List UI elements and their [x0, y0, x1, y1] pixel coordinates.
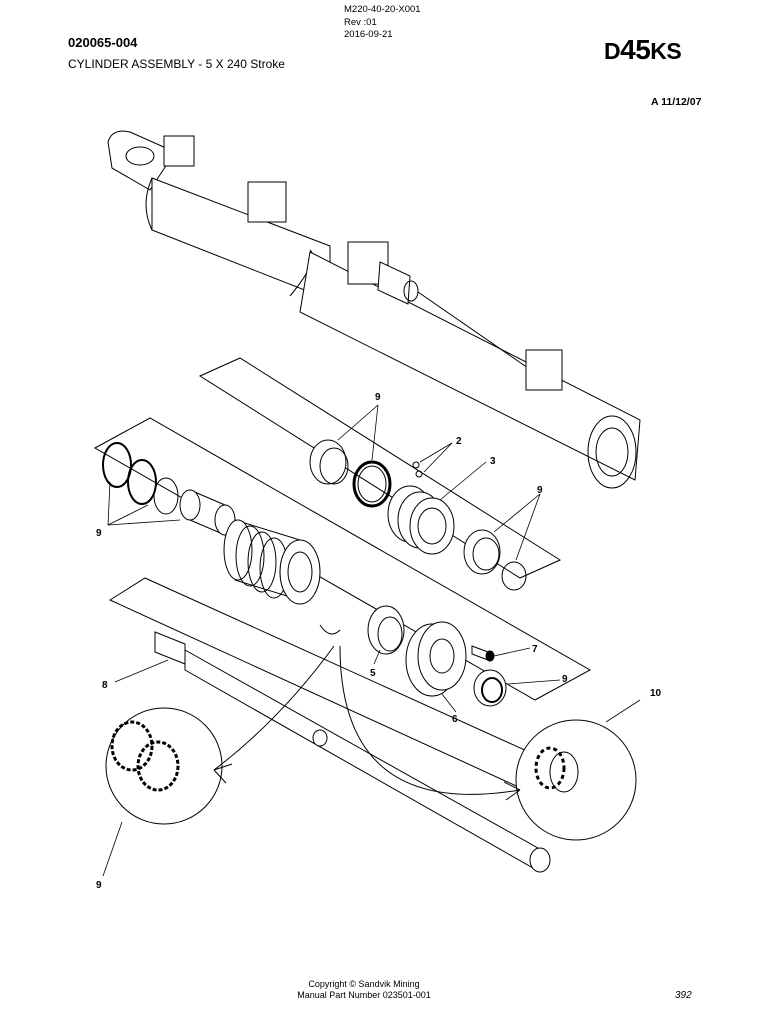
callout-7: 7 [532, 644, 538, 655]
document-date: 2016-09-21 [344, 29, 393, 40]
brand-suffix: KS [650, 38, 682, 64]
brand-prefix: D [604, 38, 621, 64]
manual-part-number: Manual Part Number 023501-001 [297, 990, 431, 1000]
page-number: 392 [675, 990, 692, 1001]
callout-6: 6 [452, 714, 458, 725]
detail-bracket [319, 624, 341, 635]
document-title: CYLINDER ASSEMBLY - 5 X 240 Stroke [68, 57, 285, 71]
footer: Copyright © Sandvik Mining Manual Part N… [0, 979, 728, 1001]
guide-ring [463, 529, 501, 575]
o-ring-set-left [102, 442, 179, 515]
callout-10: 10 [650, 688, 662, 699]
detail-circle-right [515, 719, 637, 841]
seal-detail-left [110, 720, 180, 792]
cap-screw [471, 645, 495, 662]
callout-9-mid: 9 [562, 674, 568, 685]
piston [223, 519, 321, 605]
callout-8: 8 [102, 680, 108, 691]
part-number: 020065-004 [68, 35, 138, 50]
copyright-text: Copyright © Sandvik Mining [308, 979, 420, 989]
revision-mark: A 11/12/07 [651, 96, 702, 108]
brand-logo: D45KS [604, 34, 682, 66]
callout-9-bottom: 9 [96, 880, 102, 891]
rod-wiper [473, 669, 507, 707]
callout-2: 2 [456, 436, 462, 447]
seal-detail-right [534, 746, 579, 793]
detail-circle-left [105, 707, 223, 825]
detail-arrow-right [339, 645, 521, 795]
document-code: M220-40-20-X001 [344, 4, 421, 15]
callout-9-left: 9 [96, 528, 102, 539]
callout-5: 5 [370, 668, 376, 679]
piston-rod [154, 631, 551, 873]
gland-seal [367, 605, 405, 655]
o-ring [501, 561, 527, 591]
wiper-ring [309, 439, 349, 485]
brand-digits: 45 [620, 34, 651, 65]
gland-head [405, 621, 467, 697]
set-screw [412, 461, 423, 478]
callout-9-right: 9 [537, 485, 543, 496]
piston-seal-kit [387, 485, 455, 555]
callout-9-top: 9 [375, 392, 381, 403]
assembled-cylinder [107, 130, 641, 489]
callout-3: 3 [490, 456, 496, 467]
bushing [179, 489, 236, 536]
callout-leaders [102, 404, 641, 877]
revision-number: Rev :01 [344, 16, 377, 28]
detail-arrow-left [213, 645, 335, 771]
document-code-block: M220-40-20-X001 Rev :01 2016-09-21 [344, 4, 421, 42]
rod-seal [352, 460, 392, 508]
